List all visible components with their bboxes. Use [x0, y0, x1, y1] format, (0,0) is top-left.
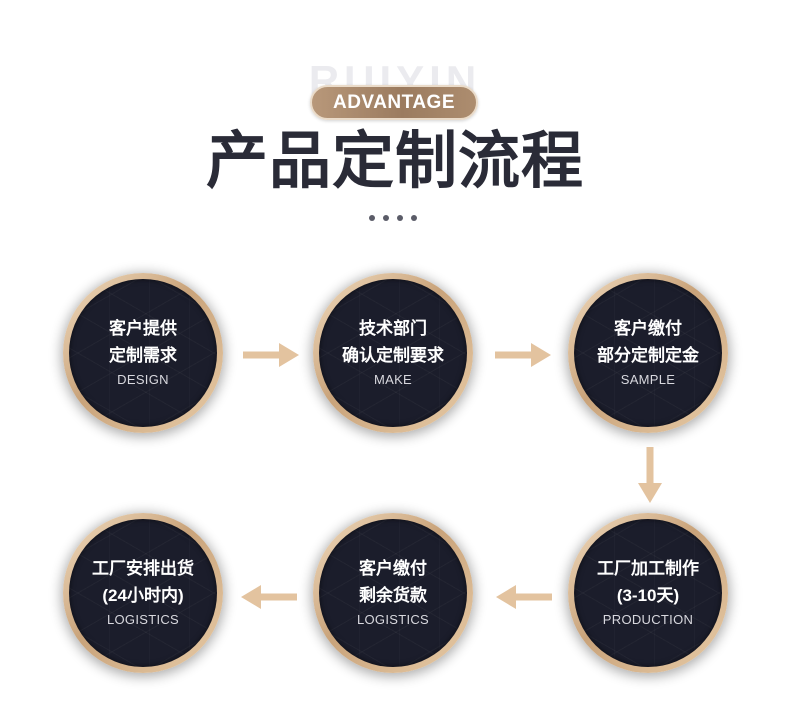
step-2-make: 技术部门 确认定制要求 MAKE	[313, 273, 473, 433]
step-title-line1: 客户缴付	[614, 319, 682, 338]
step-title-line2: (3-10天)	[616, 586, 680, 605]
arrow-right-icon	[243, 343, 299, 367]
arrow-left-icon	[241, 585, 297, 609]
divider-dot	[369, 215, 375, 221]
step-title-line1: 技术部门	[359, 319, 427, 338]
step-5-final-payment: 客户缴付 剩余货款 LOGISTICS	[313, 513, 473, 673]
step-english-label: LOGISTICS	[356, 612, 430, 627]
arrow-left-icon	[496, 585, 552, 609]
step-title-line1: 工厂安排出货	[92, 559, 194, 578]
divider-dot	[411, 215, 417, 221]
step-title-line1: 工厂加工制作	[597, 559, 699, 578]
step-title-line2: 剩余货款	[359, 586, 427, 605]
divider-dot	[383, 215, 389, 221]
arrow-down-icon	[638, 447, 662, 503]
divider-dot	[397, 215, 403, 221]
title-divider-dots	[369, 215, 419, 221]
arrow-right-icon	[495, 343, 551, 367]
step-english-label: LOGISTICS	[106, 612, 180, 627]
step-english-label: DESIGN	[117, 372, 169, 387]
step-circle: 客户缴付 剩余货款 LOGISTICS	[319, 519, 467, 667]
step-title-line2: 部分定制定金	[597, 346, 699, 365]
page-title: 产品定制流程	[205, 127, 584, 196]
step-title-line1: 客户提供	[109, 319, 177, 338]
step-6-shipping: 工厂安排出货 (24小时内) LOGISTICS	[63, 513, 223, 673]
step-english-label: SAMPLE	[620, 372, 676, 387]
step-circle: 客户提供 定制需求 DESIGN	[69, 279, 217, 427]
step-circle: 技术部门 确认定制要求 MAKE	[319, 279, 467, 427]
step-title-line2: 确认定制要求	[342, 346, 444, 365]
step-title-line2: 定制需求	[109, 346, 177, 365]
step-circle: 客户缴付 部分定制定金 SAMPLE	[574, 279, 722, 427]
step-4-production: 工厂加工制作 (3-10天) PRODUCTION	[568, 513, 728, 673]
step-circle: 工厂加工制作 (3-10天) PRODUCTION	[574, 519, 722, 667]
step-english-label: MAKE	[373, 372, 413, 387]
step-1-design: 客户提供 定制需求 DESIGN	[63, 273, 223, 433]
step-english-label: PRODUCTION	[602, 612, 694, 627]
step-title-line2: (24小时内)	[102, 586, 184, 605]
advantage-badge: ADVANTAGE	[310, 85, 478, 120]
step-3-sample: 客户缴付 部分定制定金 SAMPLE	[568, 273, 728, 433]
step-circle: 工厂安排出货 (24小时内) LOGISTICS	[69, 519, 217, 667]
step-title-line1: 客户缴付	[359, 559, 427, 578]
